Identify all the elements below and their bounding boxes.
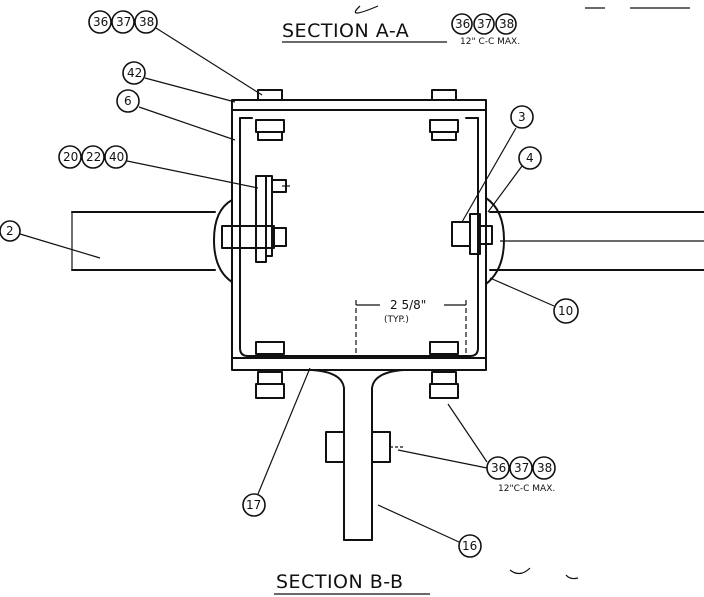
callout-tl-3: 38 [139, 15, 154, 29]
callout-tl-2: 37 [116, 15, 131, 29]
dimension-note: (TYP.) [384, 315, 409, 325]
callout-4-label: 4 [526, 151, 534, 165]
left-beam [71, 211, 216, 271]
top-bolt-right [429, 89, 459, 141]
callout-2-label: 2 [6, 224, 14, 238]
callout-4: 4 [487, 146, 542, 213]
callout-tr-2: 37 [477, 17, 492, 31]
top-bolt-left [255, 89, 285, 141]
dimension-typ: 2 5/8" (TYP.) [355, 298, 467, 356]
section-aa-title: SECTION A-A [282, 20, 409, 42]
channel-box [231, 99, 487, 371]
callout-right-group: 36 37 38 12"C-C MAX. [397, 403, 556, 494]
callout-r-2: 37 [514, 461, 529, 475]
callout-r-3: 38 [537, 461, 552, 475]
t-support [311, 369, 405, 541]
callout-tr-1: 36 [455, 17, 470, 31]
callout-left-group: 20 22 40 [58, 145, 259, 189]
bottom-bolt-right [429, 341, 459, 399]
top-stray-mark [354, 5, 379, 14]
right-beam [489, 211, 704, 271]
stray-mark-2 [565, 574, 579, 580]
bottom-bolt-left [255, 341, 285, 399]
callout-top-right: 36 37 38 12" C-C MAX. [451, 13, 520, 47]
callout-r-note: 12"C-C MAX. [498, 484, 555, 494]
section-bb-title: SECTION B-B [276, 571, 404, 593]
stray-mark-1 [509, 567, 531, 575]
callout-tr-3: 38 [499, 17, 514, 31]
callout-l-1: 20 [63, 150, 78, 164]
callout-17: 17 [242, 367, 311, 517]
callout-42: 42 [122, 61, 236, 103]
dimension-value: 2 5/8" [390, 298, 426, 312]
callout-l-3: 40 [109, 150, 124, 164]
callout-6-label: 6 [124, 94, 132, 108]
callout-3-label: 3 [518, 110, 526, 124]
left-clip-assembly [213, 175, 290, 283]
callout-r-1: 36 [491, 461, 506, 475]
callout-3: 3 [461, 105, 534, 223]
callout-top-left: 36 37 38 [88, 10, 263, 96]
callout-2: 2 [0, 220, 101, 259]
callout-10: 10 [489, 277, 579, 324]
callout-l-2: 22 [86, 150, 101, 164]
callout-16: 16 [377, 504, 482, 558]
callout-42-label: 42 [127, 66, 142, 80]
callout-tr-note: 12" C-C MAX. [460, 37, 520, 47]
right-clip-assembly [451, 197, 505, 285]
callout-16-label: 16 [462, 539, 477, 553]
callout-6: 6 [116, 89, 236, 141]
callout-17-label: 17 [246, 498, 261, 512]
callout-tl-1: 36 [93, 15, 108, 29]
callout-10-label: 10 [558, 304, 573, 318]
